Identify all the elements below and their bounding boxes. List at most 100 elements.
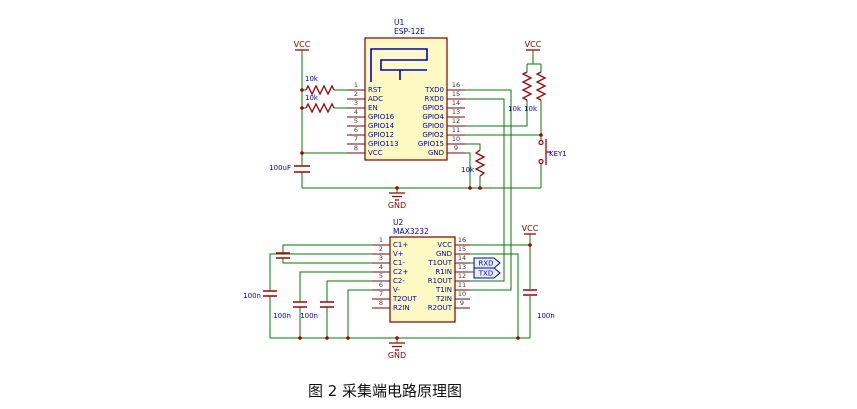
capacitor-symbol-c4 <box>320 301 334 308</box>
pin-name: GPIO5 <box>422 104 444 112</box>
pin-number: 15 <box>458 245 466 253</box>
junction-dots <box>298 88 543 340</box>
resistor-symbol-r1 <box>305 84 335 96</box>
pin-name: EN <box>368 104 378 112</box>
wires <box>269 50 542 343</box>
resistor-symbol-r4 <box>535 71 547 101</box>
u1-esp12e: U1 ESP-12E 1 2 3 4 5 6 7 8 RST ADC EN GP… <box>347 18 465 161</box>
key1-label: KEY1 <box>549 150 567 158</box>
pin-name: T2OUT <box>392 295 417 303</box>
pin-number: 9 <box>460 299 464 307</box>
pin-number: 1 <box>379 236 383 244</box>
junction-dot <box>298 336 302 340</box>
junction-dot <box>300 151 304 155</box>
pin-name: GPIO0 <box>422 122 444 130</box>
vcc-label: VCC <box>525 40 542 49</box>
pin-name: GND <box>436 250 452 258</box>
pin-number: 13 <box>452 108 460 116</box>
gnd-label: GND <box>388 351 406 360</box>
pin-number: 8 <box>379 299 383 307</box>
junction-dot <box>300 88 304 92</box>
wire <box>465 50 542 188</box>
key1-switch: KEY1 <box>538 139 567 165</box>
pin-name: GPIO113 <box>368 140 399 148</box>
pin-number: 6 <box>379 281 383 289</box>
gnd-icon <box>389 342 405 351</box>
u1-designator: U1 <box>394 18 404 27</box>
pin-name: GPIO14 <box>368 122 395 130</box>
pin-name: T1IN <box>435 286 452 294</box>
pin-number: 1 <box>354 81 358 89</box>
pin-name: TXD0 <box>424 86 444 94</box>
u1-part-number: ESP-12E <box>394 27 425 36</box>
junction-dot <box>516 336 520 340</box>
pin-number: 13 <box>458 263 466 271</box>
pin-number: 3 <box>379 254 383 262</box>
pin-name: RXD0 <box>424 95 444 103</box>
junction-dot <box>346 336 350 340</box>
switch-contact <box>538 158 544 165</box>
pin-name: R2OUT <box>428 304 453 312</box>
u2-body <box>389 236 456 323</box>
pin-number: 7 <box>354 135 358 143</box>
pin-name: R1IN <box>435 268 452 276</box>
gnd-icon <box>389 192 405 201</box>
resistor-symbol-r2 <box>305 102 335 114</box>
pin-name: GPIO16 <box>368 113 395 121</box>
pin-name: R2IN <box>393 304 410 312</box>
pin-name: ADC <box>368 95 383 103</box>
pin-number: 12 <box>452 117 460 125</box>
resistor-symbol-r5 <box>474 149 486 177</box>
pin-name: V- <box>393 286 400 294</box>
pin-number: 10 <box>458 290 466 298</box>
pin-name: V+ <box>393 250 404 258</box>
junction-dot <box>478 186 482 190</box>
pin-name: R1OUT <box>428 277 453 285</box>
pin-number: 5 <box>354 117 358 125</box>
resistors: 10k 10k 10k 10k 10k <box>305 71 547 177</box>
junction-dot <box>395 186 399 190</box>
capacitor-symbol-c1 <box>294 165 310 173</box>
figure-caption: 图 2 采集端电路原理图 <box>308 382 462 400</box>
pin-number: 2 <box>354 90 358 98</box>
junction-dot <box>325 336 329 340</box>
pin-name: C2- <box>393 277 405 285</box>
pin-name: GPIO2 <box>422 131 444 139</box>
capacitor-value: 100n <box>273 312 291 320</box>
pin-name: T2IN <box>435 295 452 303</box>
pin-name: VCC <box>437 241 452 249</box>
pin-number: 3 <box>354 99 358 107</box>
u2-right-pin-stubs <box>455 244 470 309</box>
pin-number: 10 <box>452 135 460 143</box>
u2-designator: U2 <box>393 218 403 227</box>
resistor-value: 10k <box>305 94 319 102</box>
resistor-value: 10k <box>524 105 538 113</box>
pin-name: GPIO12 <box>368 131 394 139</box>
pin-name: C1+ <box>393 241 408 249</box>
capacitor-value: 100n <box>537 312 555 320</box>
pin-name: GPIO4 <box>422 113 444 121</box>
resistor-symbol-r3 <box>521 71 533 101</box>
pin-number: 7 <box>379 290 383 298</box>
u2-left-pin-stubs <box>372 244 390 309</box>
capacitor-value: 100uF <box>269 164 291 172</box>
junction-dot <box>528 243 532 247</box>
pin-name: C1- <box>393 259 405 267</box>
capacitor-symbol-c5 <box>523 289 537 296</box>
pin-number: 15 <box>452 90 460 98</box>
pin-number: 16 <box>452 81 460 89</box>
wire <box>269 244 530 343</box>
pin-name: RST <box>368 86 382 94</box>
pin-name: VCC <box>368 149 383 157</box>
junction-dot <box>468 186 472 190</box>
pin-number: 11 <box>452 126 460 134</box>
port-txd-shape <box>473 267 501 279</box>
pin-number: 2 <box>379 245 383 253</box>
pin-number: 5 <box>379 272 383 280</box>
capacitor-value: 100n <box>300 312 318 320</box>
pin-number: 4 <box>379 263 383 271</box>
wire <box>470 234 531 338</box>
pin-name: GPIO15 <box>418 140 444 148</box>
